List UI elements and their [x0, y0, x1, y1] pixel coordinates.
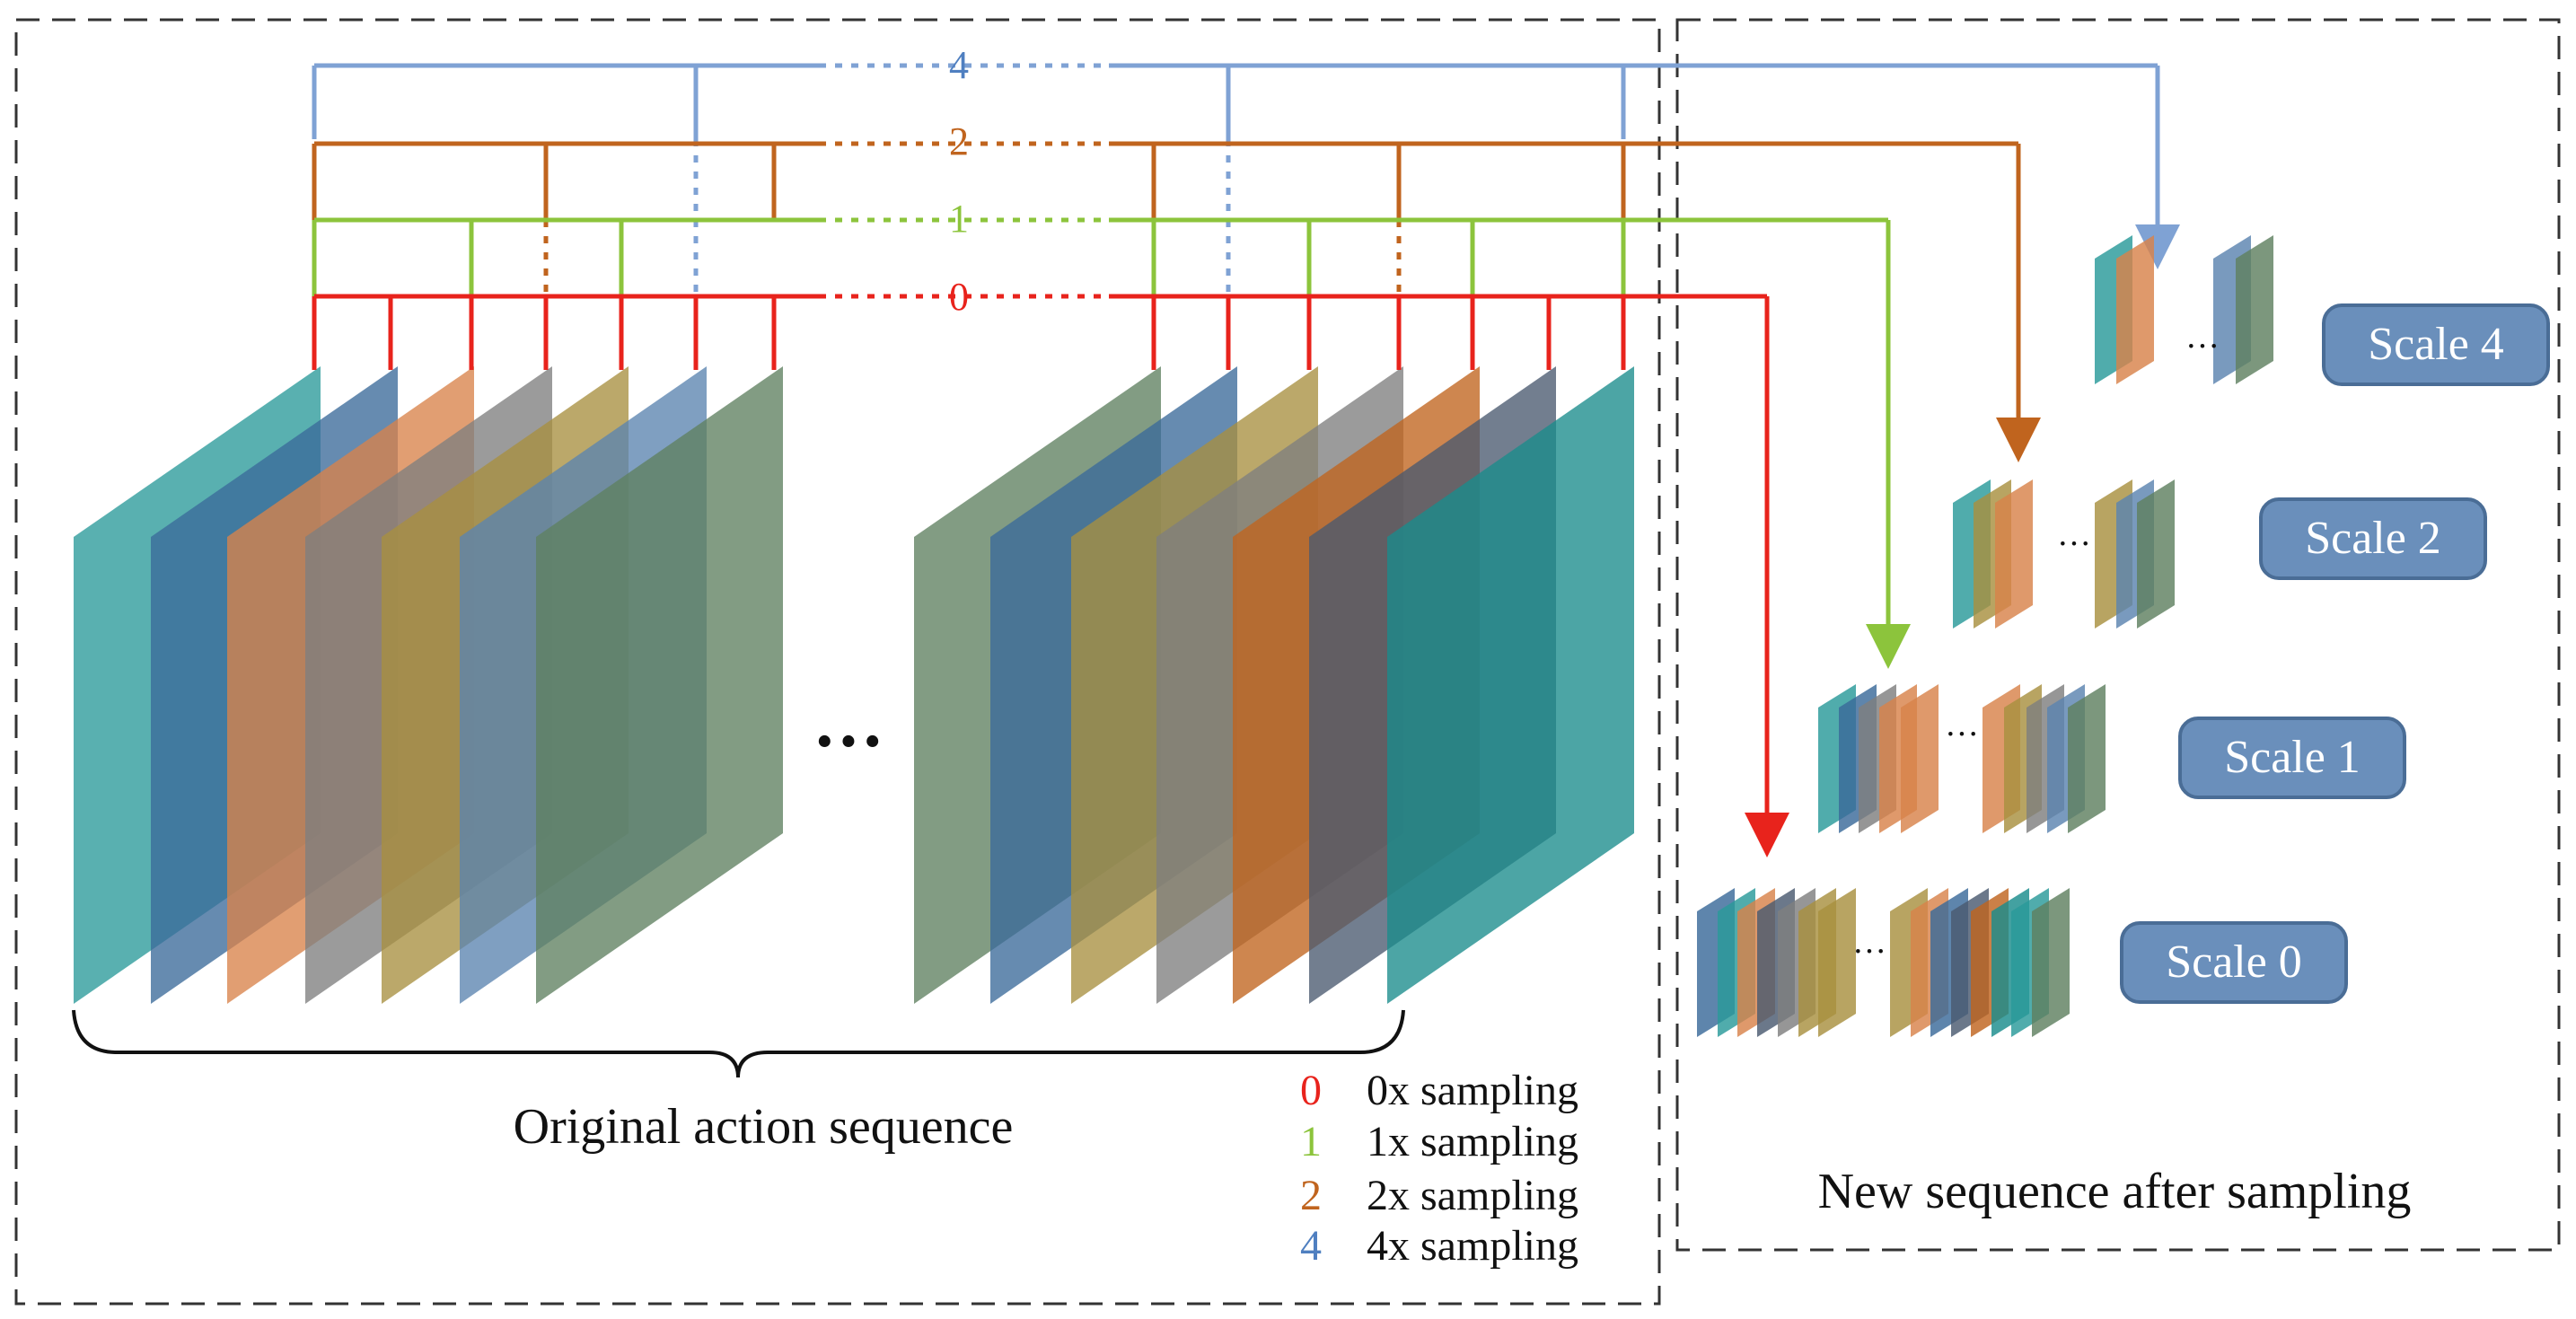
legend-text-1: 1x sampling	[1367, 1118, 1578, 1165]
new-sequence-panel	[1675, 18, 2561, 1252]
scale-4-label: Scale 4	[2368, 319, 2504, 370]
level-label-4: 4	[949, 43, 969, 87]
scale2-frame	[2137, 479, 2175, 629]
scale0-ellipsis: ···	[1852, 933, 1886, 971]
new-sequence-caption: New sequence after sampling	[1818, 1164, 2412, 1219]
scale4-frame	[2236, 235, 2273, 384]
legend-key-2: 2	[1300, 1172, 1322, 1219]
scale1-frame	[2068, 684, 2106, 833]
original-frames-left-group	[74, 366, 783, 1004]
scale-1-label: Scale 1	[2224, 732, 2361, 783]
scale-0-label: Scale 0	[2166, 936, 2302, 988]
scale4-frame	[2116, 235, 2154, 384]
scale-2-label: Scale 2	[2305, 513, 2441, 564]
legend-text-4: 4x sampling	[1367, 1222, 1578, 1270]
scale2-ellipsis: ···	[2057, 525, 2091, 563]
scale4-ellipsis: ···	[2185, 328, 2220, 365]
scale0-frame	[1818, 888, 1856, 1037]
scale-1-button[interactable]: Scale 1	[2178, 717, 2406, 799]
legend-key-0: 0	[1300, 1067, 1322, 1114]
sequence-brace	[72, 1009, 1405, 1078]
legend-key-1: 1	[1300, 1118, 1322, 1165]
scale-0-button[interactable]: Scale 0	[2120, 921, 2348, 1004]
original-frames-right-group	[914, 366, 1634, 1004]
original-frame	[536, 366, 783, 1004]
legend-text-2: 2x sampling	[1367, 1172, 1578, 1219]
scale-stacks	[1697, 235, 2273, 1037]
sampling-legend: 0 0x sampling 1 1x sampling 2 2x samplin…	[1300, 1067, 1578, 1270]
original-sequence-panel	[14, 18, 1661, 1306]
scale0-frame	[2032, 888, 2070, 1037]
scale-4-button[interactable]: Scale 4	[2322, 303, 2550, 386]
frames-ellipsis: ···	[813, 702, 884, 781]
scale1-frame	[1901, 684, 1939, 833]
legend-text-0: 0x sampling	[1367, 1067, 1578, 1114]
sampling-lines	[312, 63, 2180, 857]
level-label-2: 2	[949, 119, 969, 163]
scale-2-button[interactable]: Scale 2	[2259, 497, 2487, 580]
level-label-1: 1	[949, 197, 969, 241]
scale1-ellipsis: ···	[1945, 716, 1979, 753]
level-labels: 4 2 1 0	[949, 43, 969, 319]
level-label-0: 0	[949, 275, 969, 319]
original-sequence-caption: Original action sequence	[514, 1099, 1014, 1155]
legend-key-4: 4	[1300, 1222, 1322, 1270]
original-frame	[1387, 366, 1634, 1004]
scale2-frame	[1995, 479, 2033, 629]
